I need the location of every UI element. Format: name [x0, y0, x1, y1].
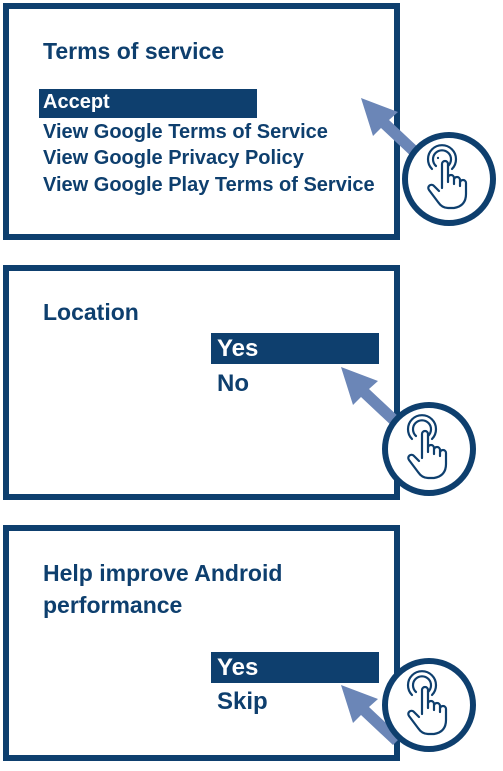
arrow-pointer-icon: [361, 98, 421, 158]
arrow-pointer-icon: [341, 367, 401, 427]
improve-skip-option[interactable]: Skip: [217, 688, 268, 715]
hand-tap-icon: [382, 658, 476, 752]
location-no-option[interactable]: No: [217, 370, 249, 397]
screen-title: Help improve Android performance: [43, 560, 283, 618]
hand-tap-icon: [402, 132, 496, 226]
hand-tap-icon: [382, 402, 476, 496]
view-google-play-terms-link[interactable]: View Google Play Terms of Service: [43, 174, 375, 196]
accept-option[interactable]: Accept: [39, 89, 257, 118]
arrow-pointer-icon: [341, 685, 401, 745]
view-google-privacy-link[interactable]: View Google Privacy Policy: [43, 147, 304, 169]
screen-title: Terms of service: [43, 38, 225, 64]
location-yes-option[interactable]: Yes: [211, 333, 379, 364]
help-improve-android-screen: Help improve Android performance Yes Ski…: [3, 525, 400, 761]
view-google-terms-link[interactable]: View Google Terms of Service: [43, 121, 328, 143]
screen-title: Location: [43, 299, 139, 325]
location-screen: Location Yes No: [3, 265, 400, 500]
improve-yes-option[interactable]: Yes: [211, 652, 379, 683]
terms-of-service-screen: Terms of service Accept View Google Term…: [3, 3, 400, 240]
